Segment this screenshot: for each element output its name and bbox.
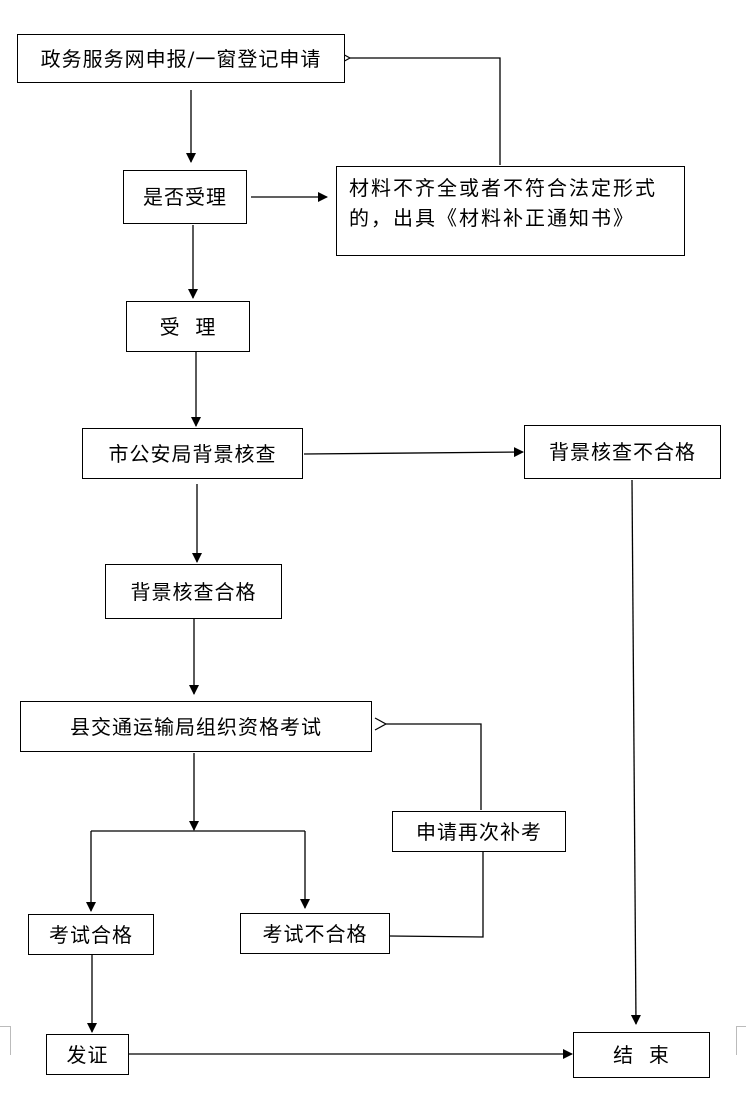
node-issue: 发证 bbox=[46, 1034, 129, 1075]
edge-supplement-to-apply bbox=[350, 58, 501, 165]
node-accept-check: 是否受理 bbox=[123, 170, 247, 224]
node-exam: 县交通运输局组织资格考试 bbox=[20, 701, 372, 752]
edge-reexam-to-exam bbox=[386, 724, 482, 810]
page-corner-mark-right bbox=[736, 1026, 746, 1055]
node-reexam: 申请再次补考 bbox=[392, 811, 566, 852]
node-accepted: 受 理 bbox=[126, 301, 250, 352]
node-background-check: 市公安局背景核查 bbox=[82, 428, 303, 479]
edge-background-check-to-fail bbox=[303, 447, 524, 458]
edge-exam-fail-to-reexam bbox=[389, 852, 484, 938]
node-end: 结 束 bbox=[573, 1032, 710, 1078]
page-corner-mark-left bbox=[0, 1026, 11, 1055]
node-exam-fail: 考试不合格 bbox=[240, 913, 390, 954]
node-exam-pass: 考试合格 bbox=[28, 914, 154, 955]
node-background-fail: 背景核查不合格 bbox=[524, 425, 721, 479]
node-apply: 政务服务网申报/一窗登记申请 bbox=[17, 34, 345, 83]
node-supplement: 材料不齐全或者不符合法定形式的，出具《材料补正通知书》 bbox=[336, 166, 685, 256]
edge-background-fail-to-end bbox=[630, 479, 641, 1025]
node-background-pass: 背景核查合格 bbox=[105, 564, 282, 619]
